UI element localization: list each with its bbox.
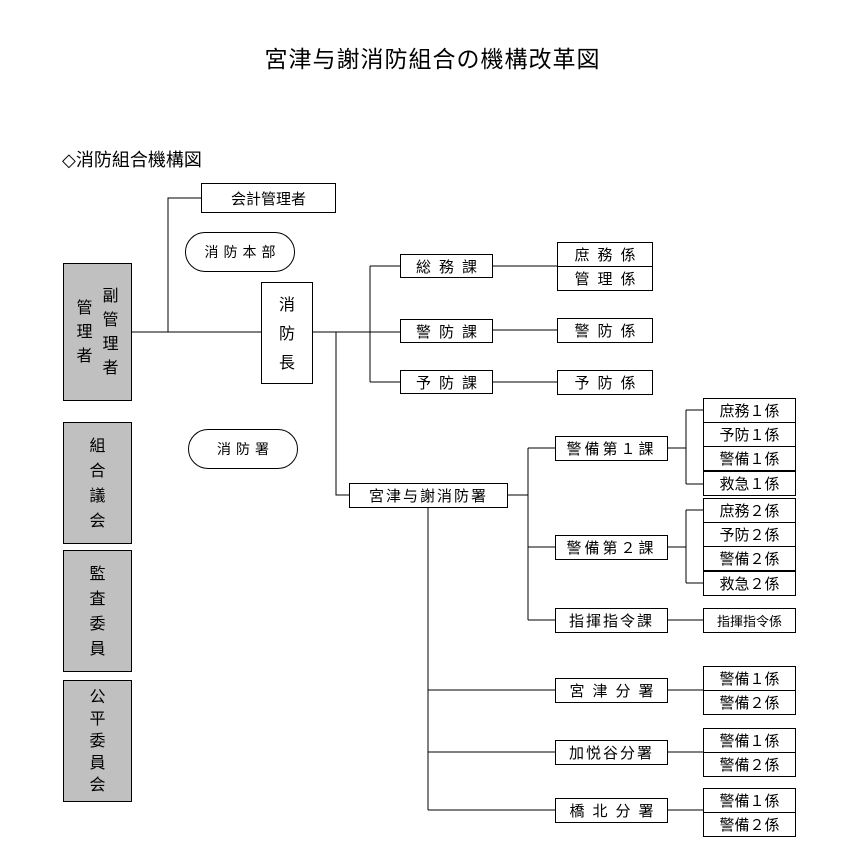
- division-yobo: 予防課: [400, 370, 493, 394]
- division-somu: 総務課: [400, 254, 493, 278]
- unit-kayadani-2: 警備２係: [703, 752, 796, 777]
- oval-station: 消防署: [188, 429, 298, 469]
- division-shiki: 指揮指令課: [555, 608, 668, 633]
- unit-kayadani-1: 警備１係: [703, 728, 796, 753]
- division-keibi2: 警備第２課: [555, 535, 668, 560]
- connector-station: [335, 332, 349, 496]
- section-subtitle: ◇消防組合機構図: [62, 150, 202, 171]
- division-miyazu: 宮津分署: [555, 678, 668, 703]
- division-kyohoku: 橋北分署: [555, 798, 668, 823]
- division-keibo: 警防課: [400, 319, 493, 343]
- equity-label: 公平委員会: [89, 687, 106, 794]
- unit-keibo: 警防係: [557, 318, 653, 343]
- unit-keibi1-shomu: 庶務１係: [703, 398, 796, 423]
- vice-manager-label: 副管理者: [102, 286, 119, 377]
- unit-keibi2-keibi: 警備２係: [703, 546, 796, 571]
- station-box: 宮津与謝消防署: [349, 483, 508, 508]
- unit-keibi2-shomu: 庶務２係: [703, 498, 796, 523]
- unit-keibi2-kyukyu: 救急２係: [703, 571, 796, 596]
- division-keibi1: 警備第１課: [555, 436, 668, 461]
- chief-label: 消防長: [278, 294, 295, 372]
- audit-label: 監査委員: [89, 564, 106, 658]
- equity-box: 公平委員会: [63, 680, 132, 802]
- assembly-label: 組合議会: [89, 436, 106, 530]
- unit-miyazu-1: 警備１係: [703, 666, 796, 691]
- unit-shiki: 指揮指令係: [703, 608, 796, 633]
- manager-box: 管理者 副管理者: [63, 263, 132, 401]
- connector-accounting: [167, 197, 201, 332]
- audit-box: 監査委員: [63, 550, 132, 672]
- unit-keibi1-kyukyu: 救急１係: [703, 471, 796, 496]
- chief-box: 消防長: [261, 282, 313, 384]
- unit-kyohoku-2: 警備２係: [703, 812, 796, 837]
- unit-keibi2-yobo: 予防２係: [703, 522, 796, 547]
- unit-kanri: 管理係: [557, 266, 653, 291]
- accounting-box: 会計管理者: [201, 183, 336, 213]
- assembly-box: 組合議会: [63, 422, 132, 544]
- unit-kyohoku-1: 警備１係: [703, 788, 796, 813]
- unit-keibi1-yobo: 予防１係: [703, 422, 796, 447]
- page-title: 宮津与謝消防組合の機構改革図: [264, 47, 601, 73]
- oval-hq: 消防本部: [185, 232, 295, 272]
- manager-label: 管理者: [76, 298, 93, 365]
- unit-yobo: 予防係: [557, 370, 653, 395]
- unit-miyazu-2: 警備２係: [703, 690, 796, 715]
- division-kayadani: 加悦谷分署: [555, 740, 668, 765]
- unit-keibi1-keibi: 警備１係: [703, 446, 796, 471]
- unit-shomu: 庶務係: [557, 242, 653, 267]
